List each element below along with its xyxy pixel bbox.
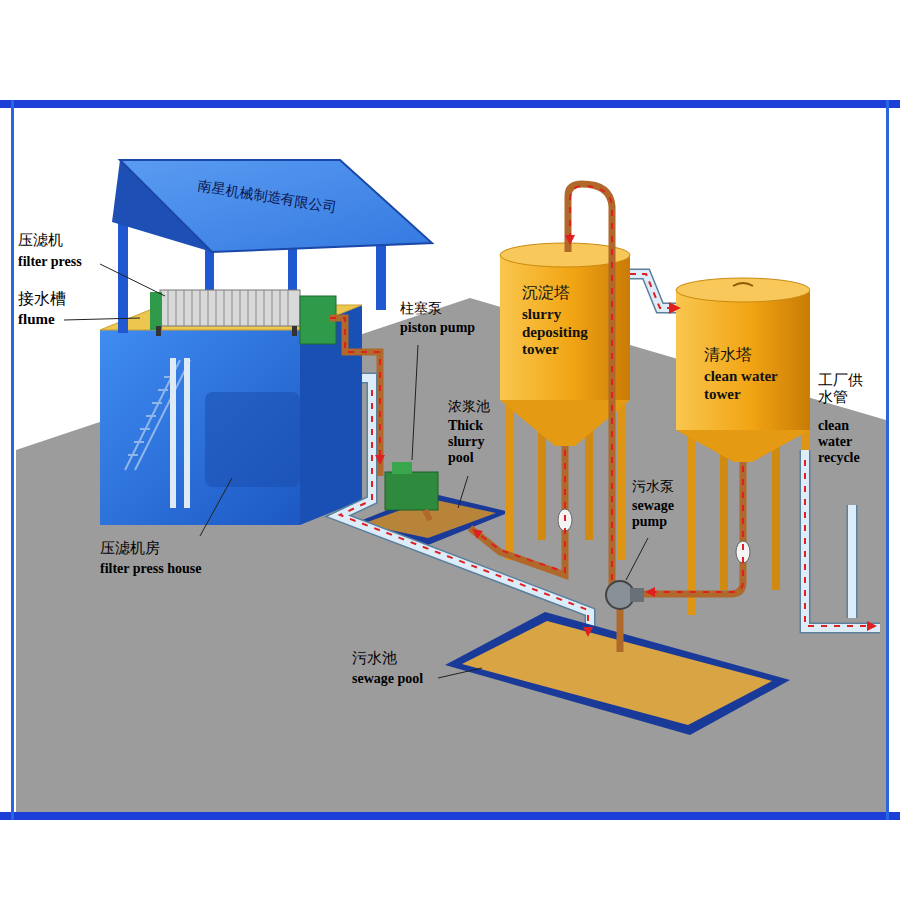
label-english: filter press house [100, 561, 201, 577]
supply-pipe [805, 450, 880, 628]
node-title: 清水塔 [704, 346, 802, 365]
frame-bar [0, 812, 900, 820]
pipe [630, 274, 676, 308]
label-chinese: 污水泵 [632, 478, 674, 494]
roof-post [376, 240, 386, 310]
label-english: Thick slurry pool [448, 418, 498, 466]
supply-pipe-outline [805, 450, 880, 628]
tower-leg [688, 425, 696, 615]
part-label: 压滤机房 [100, 540, 160, 557]
roof [120, 160, 432, 252]
flow-connector [630, 274, 676, 308]
press-frame [150, 292, 162, 330]
leader-line [100, 264, 165, 296]
pipe-outline [630, 274, 676, 308]
drain-pipe [170, 358, 176, 508]
outlet-pipe [470, 446, 565, 575]
suction-pipe [425, 510, 430, 520]
tower-body [676, 290, 810, 430]
frame-line [11, 100, 14, 820]
part-label: sewage pump [632, 498, 682, 530]
label-chinese: 压滤机 [18, 232, 63, 249]
connector-group [630, 274, 676, 308]
part-label: piston pump [400, 320, 475, 336]
label-chinese: 浓浆池 [448, 398, 500, 414]
label-chinese: 压滤机房 [100, 540, 160, 557]
sewage-suction-pipe [617, 606, 624, 652]
ground-floor [16, 298, 886, 812]
lift-pipe [568, 184, 612, 588]
piston-pump [385, 472, 438, 510]
depositing-tower: 沉淀塔 slurry depositing tower [500, 262, 630, 400]
flow-mark [476, 450, 565, 572]
pipe-connector [630, 274, 676, 308]
tower-leg [618, 395, 626, 560]
frame-bar [0, 100, 900, 108]
label-chinese: 柱塞泵 [400, 300, 442, 316]
part-label: 接水槽 [18, 290, 66, 308]
part-label: clean water recycle [818, 418, 874, 466]
plate-lines [168, 290, 288, 326]
node-title: 沉淀塔 [522, 284, 622, 303]
node-subtitle: clean water tower [704, 368, 796, 403]
label-chinese: 工厂供水管 [818, 372, 866, 407]
drain-pipe [184, 358, 190, 508]
part-label: 压滤机 [18, 232, 63, 249]
label-english: filter press [18, 254, 82, 270]
node-subtitle: slurry depositing tower [522, 306, 602, 359]
tower-lid [733, 283, 753, 286]
leader-line [412, 345, 418, 460]
label-english: piston pump [400, 320, 475, 336]
part-label: 污水泵 [632, 478, 674, 494]
truck-silhouette [205, 392, 300, 487]
clean-water-tower: 清水塔 clean water tower [676, 296, 810, 430]
press-leg [292, 326, 297, 336]
flow-mark [570, 186, 612, 580]
part-label: filter press [18, 254, 82, 270]
filter-plates [160, 290, 300, 326]
pump-motor [392, 462, 412, 474]
pump-body [630, 588, 644, 602]
press-leg [156, 326, 161, 336]
frame-line [886, 100, 889, 820]
tower-top [676, 278, 810, 302]
leader-line [200, 478, 232, 536]
sewage-pump [606, 581, 634, 609]
label-english: clean water recycle [818, 418, 874, 466]
house-front [100, 330, 300, 525]
tower-leg [505, 395, 513, 560]
part-label: Thick slurry pool [448, 418, 498, 466]
flow-mark [805, 460, 872, 626]
leader-line [458, 476, 468, 508]
label-chinese: 污水池 [352, 650, 397, 667]
part-label: 浓浆池 [448, 398, 500, 414]
label-english: sewage pump [632, 498, 682, 530]
part-label: sewage pool [352, 671, 423, 687]
part-label: 工厂供水管 [818, 372, 866, 407]
leader-line [64, 318, 140, 320]
stairway [125, 360, 190, 470]
part-label: filter press house [100, 561, 201, 577]
label-chinese: 接水槽 [18, 290, 66, 308]
leader-line [438, 668, 482, 678]
leader-line [626, 538, 648, 580]
label-english: flume [18, 311, 55, 328]
part-label: 污水池 [352, 650, 397, 667]
label-english: sewage pool [352, 671, 423, 687]
flow-mark [330, 318, 380, 460]
tower-cone [676, 430, 810, 462]
part-label: 柱塞泵 [400, 300, 442, 316]
flow-mark [340, 390, 588, 632]
part-label: flume [18, 311, 55, 328]
